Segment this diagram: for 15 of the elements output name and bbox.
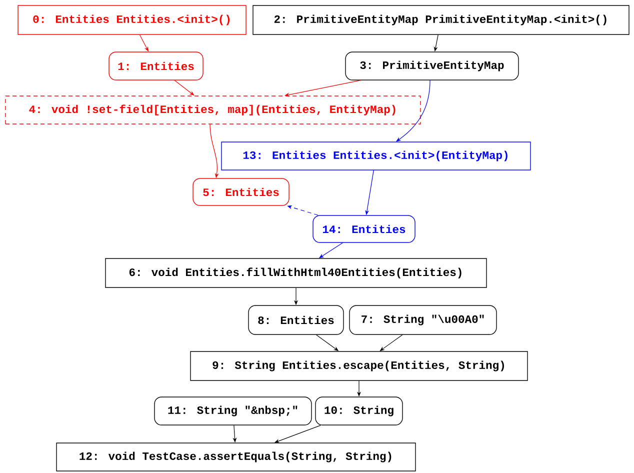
value-node: 10: String <box>315 396 403 426</box>
value-node: 3: PrimitiveEntityMap <box>345 52 519 80</box>
process-box: 2: PrimitiveEntityMap PrimitiveEntityMap.<init>() <box>252 5 630 35</box>
value-node: 14: Entities <box>312 215 416 243</box>
value-node: 5: Entities <box>192 178 290 206</box>
process-box: 13: Entities Entities.<init>(EntityMap) <box>221 142 531 170</box>
process-box: 4: void !set-field[Entities, map](Entities, EntityMap) <box>5 96 421 124</box>
process-box: 0: Entities Entities.<init>() <box>18 5 246 35</box>
value-node: 1: Entities <box>108 52 204 80</box>
value-node: 8: Entities <box>248 305 344 335</box>
value-node: 7: String "\u00A0" <box>349 305 497 335</box>
value-node: 11: String "&nbsp;" <box>154 396 312 426</box>
process-box: 12: void TestCase.assertEquals(String, String) <box>56 442 416 472</box>
process-box: 9: String Entities.escape(Entities, String) <box>190 351 528 381</box>
process-box: 6: void Entities.fillWithHtml40Entities(Entities) <box>105 258 487 288</box>
